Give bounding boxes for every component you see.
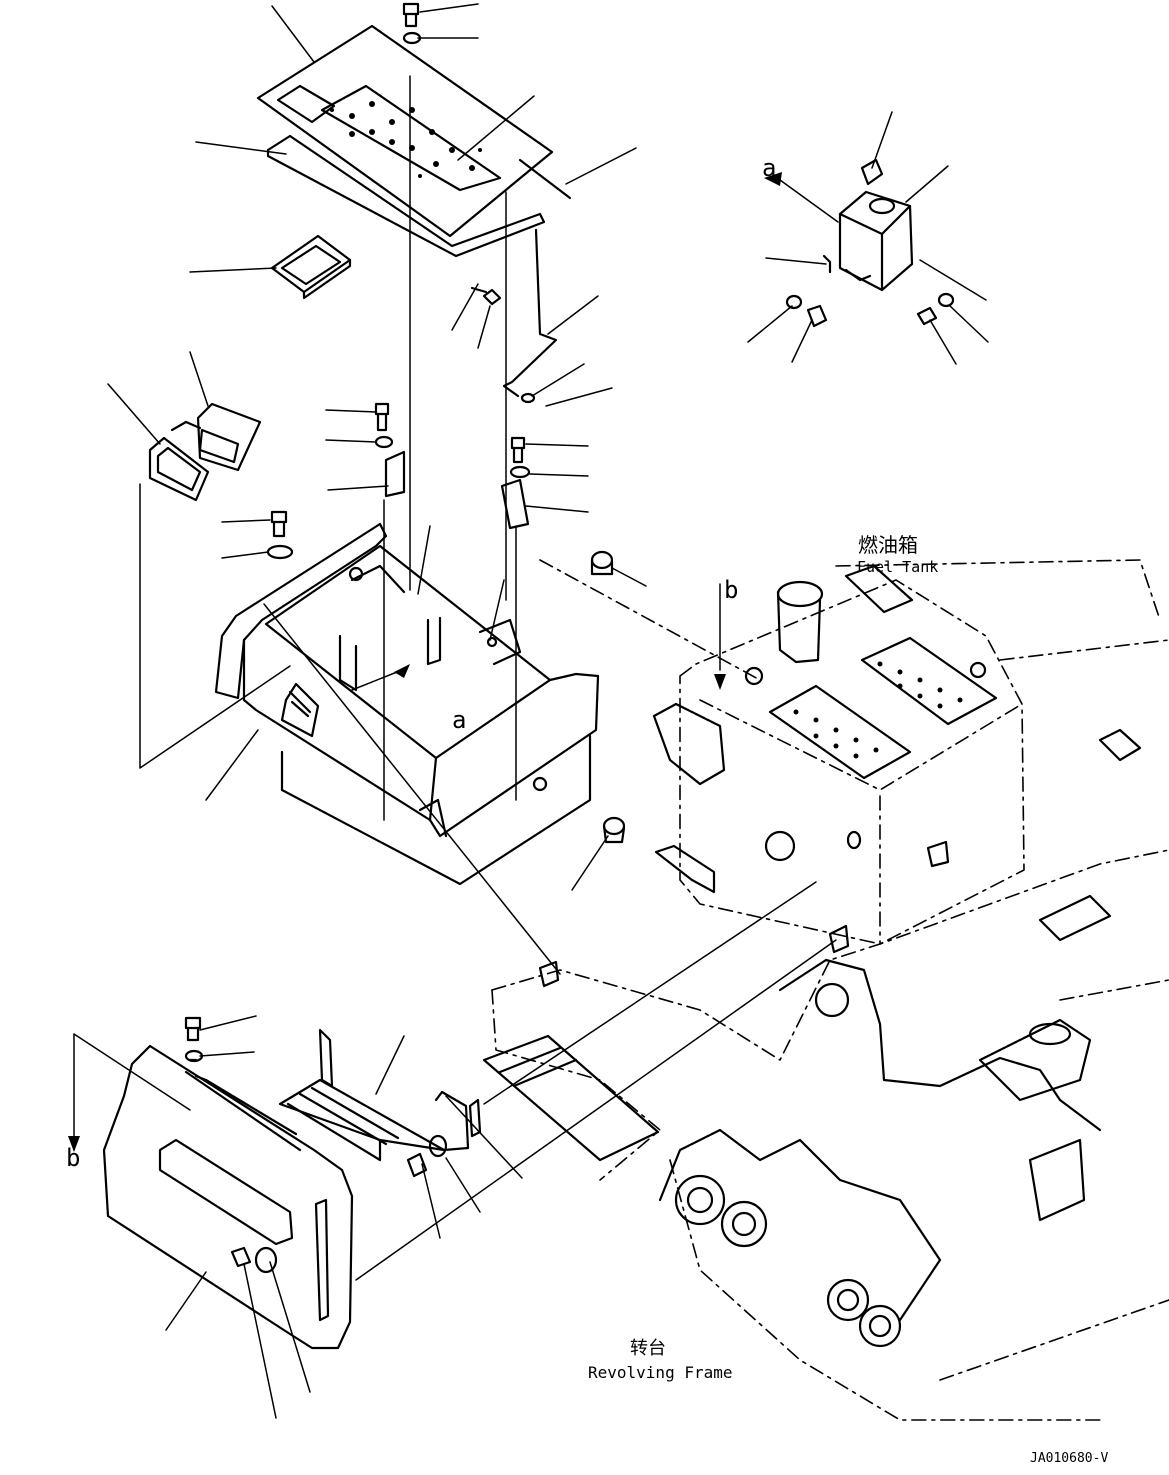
frame-label-en: Revolving Frame <box>588 1363 733 1382</box>
side-cover-fasteners <box>184 1016 448 1274</box>
battery-side-cover <box>102 1044 354 1350</box>
lamp-gasket <box>148 436 210 502</box>
view-a-marker-box: a <box>452 706 466 734</box>
top-cover-plate <box>256 24 554 238</box>
view-b-marker-tank: b <box>724 576 738 604</box>
drawing-code: JA010680-V <box>1030 1451 1108 1466</box>
fuel-tank-details <box>482 564 998 1162</box>
detail-view-a-assembly <box>785 158 955 328</box>
cover-hinge-rod <box>502 158 572 398</box>
frame-solid-details <box>658 728 1142 1348</box>
fuel-tank-outline <box>679 559 1161 945</box>
work-lamp <box>170 402 262 472</box>
access-hatch <box>270 234 352 300</box>
frame-label-cn: 转台 <box>630 1338 666 1359</box>
battery-box <box>214 522 600 886</box>
box-brackets <box>266 2 626 844</box>
arrowheads <box>68 172 782 1152</box>
step-plate <box>278 1028 482 1162</box>
view-a-marker-top: a <box>762 154 776 182</box>
view-b-marker-cover: b <box>66 1144 80 1172</box>
cover-seal-wire <box>266 134 546 258</box>
leader-lines <box>73 3 989 1419</box>
fuel-tank-label-en: Fuel Tank <box>857 558 938 576</box>
fuel-tank-label-cn: 燃油箱 <box>858 533 918 557</box>
